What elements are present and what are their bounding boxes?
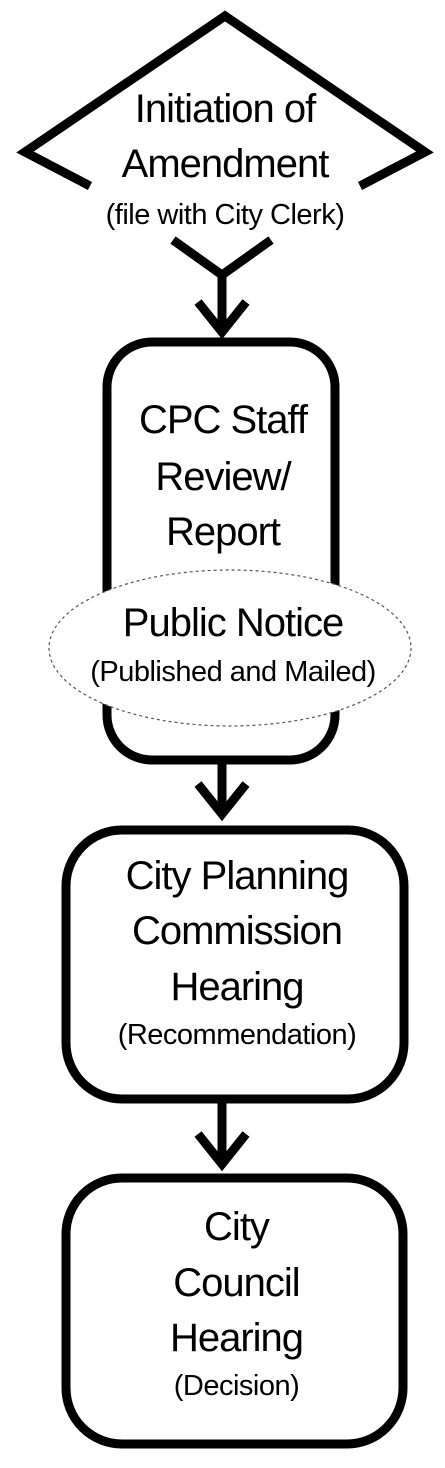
- planning-commission-line-1: City Planning: [125, 854, 350, 898]
- initiation-line-2: Amendment: [121, 142, 330, 186]
- planning-commission-box: [61, 825, 409, 1104]
- planning-commission-note: (Recommendation): [117, 1019, 357, 1051]
- public-notice-title: Public Notice: [122, 601, 344, 645]
- city-council-box: [61, 1173, 408, 1449]
- city-council-line-1: City: [204, 1205, 270, 1249]
- public-notice-note: (Published and Mailed): [90, 656, 376, 688]
- arrow-1-head: [194, 299, 250, 340]
- arrow-3-head: [194, 1131, 250, 1172]
- planning-commission-line-3: Hearing: [170, 965, 304, 1009]
- city-council-line-3: Hearing: [169, 1316, 304, 1360]
- staff-review-line-1: CPC Staff: [138, 398, 308, 442]
- initiation-diamond: [16, 10, 434, 190]
- arrow-2-head: [194, 781, 250, 822]
- city-council-line-2: Council: [173, 1261, 300, 1305]
- public-notice-ellipse: [48, 569, 412, 727]
- city-council-note: (Decision): [173, 1370, 300, 1402]
- initiation-note: (file with City Clerk): [105, 199, 345, 231]
- staff-review-line-3: Report: [165, 510, 281, 554]
- staff-review-line-2: Review/: [155, 455, 291, 499]
- initiation-line-1: Initiation of: [134, 87, 316, 131]
- initiation-bottom-chevron: [170, 236, 274, 281]
- planning-commission-line-2: Commission: [131, 909, 343, 953]
